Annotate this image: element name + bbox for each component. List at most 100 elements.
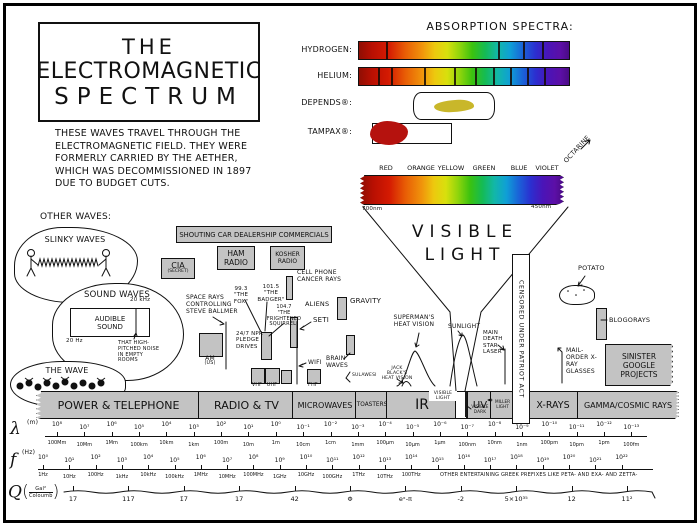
lambda-unit-label: 1Mm (105, 440, 118, 446)
lambda-power-label: 10¹ (243, 424, 254, 431)
f-unit: (Hz) (22, 449, 36, 456)
f-tick (148, 465, 150, 470)
blogorays-label: BLOGORAYS (609, 316, 651, 324)
lambda-power-label: 10⁻¹⁰ (541, 421, 558, 428)
npr-label: 24/7 NPR PLEDGE DRIVES (236, 331, 263, 350)
lambda-power-label: 10³ (188, 424, 199, 431)
aliens-bar (290, 317, 298, 348)
lambda-tick (604, 432, 605, 437)
lambda-tick (385, 432, 387, 437)
lambda-tick (275, 432, 277, 437)
lambda-tick (57, 432, 58, 437)
q-tick (294, 486, 296, 491)
lambda-power-label: 10⁻⁸ (487, 421, 502, 428)
lambda-power-label: 10⁻⁹ (515, 424, 529, 431)
empty-rooms-note: THAT HIGH-PITCHED NOISE IN EMPTY ROOMS (118, 340, 160, 364)
absorption-heading: ABSORPTION SPECTRA: (426, 20, 574, 33)
lambda-tick (631, 432, 633, 437)
jack-black-bump (401, 381, 412, 387)
q-unit-numerator: Gal² (28, 486, 53, 494)
f-tick (200, 465, 202, 470)
q-tick (73, 486, 74, 491)
f-tick (569, 465, 570, 470)
superman-arrow (414, 332, 420, 348)
audible-sound-label: AUDIBLE SOUND (94, 314, 126, 331)
brain-waves-bar (346, 335, 355, 355)
helium-absorption-line (453, 68, 456, 85)
fm-squirrel-freq: 104.7 (276, 304, 292, 310)
f-power-label: 10⁹ (274, 457, 285, 464)
depends-label: DEPENDS®: (301, 98, 352, 107)
f-power-label: 10¹³ (378, 457, 392, 464)
lambda-tick (576, 432, 578, 437)
q-tick (239, 486, 241, 491)
lambda-power-label: 10⁻³ (351, 424, 365, 431)
lambda-tick (412, 432, 414, 437)
lambda-unit-label: 1km (188, 442, 200, 448)
q-value-label: Φ (347, 495, 353, 503)
q-paren-open: ( (22, 482, 29, 502)
cell-phone-bar (286, 276, 293, 300)
lambda-power-label: 10⁵ (134, 424, 145, 431)
depends-stain (433, 98, 475, 114)
lambda-unit-label: 10m (242, 442, 255, 448)
lambda-tick (494, 432, 496, 437)
title-box: THE ELECTROMAGNETIC SPECTRUM (36, 22, 262, 122)
q-value-label: 5×10³⁵ (504, 495, 528, 503)
q-value-label: 12 (567, 495, 576, 503)
title-line-1: THE (122, 34, 176, 59)
depends-swatch (413, 92, 495, 120)
vhf-box (251, 368, 265, 384)
q-symbol: Q (8, 482, 23, 503)
vhf-label: VHF (251, 383, 263, 388)
wifi-arrow (298, 362, 307, 368)
f-unit-label: 10THz (376, 474, 393, 480)
f-power-label: 10⁷ (222, 457, 233, 464)
f-unit-label: 100GHz (322, 474, 343, 480)
band-uv: UV (467, 391, 493, 419)
fhf-label: FHF (308, 383, 318, 388)
f-axis-line (38, 469, 653, 470)
sunlight-curve (449, 334, 478, 387)
q-value-label: 17 (235, 495, 244, 503)
potato-label: POTATO (578, 264, 605, 272)
lambda-power-label: 10⁷ (79, 424, 90, 431)
jack-black-label: JACK BLACK'S HEAT VISION (381, 366, 413, 382)
lambda-tick (166, 432, 168, 437)
lambda-unit-label: 100pm (540, 440, 559, 446)
npr-bar (261, 332, 272, 360)
helium-absorption-line (474, 68, 477, 85)
band-toasters: TOASTERS (355, 391, 389, 419)
fm-squirrel-name: "THE FRIGHTENED SQUIRREL" (266, 309, 302, 328)
lambda-tick (303, 432, 305, 437)
q-tick (627, 486, 628, 491)
uhf-box (265, 368, 280, 384)
lambda-power-label: 10⁻⁴ (378, 421, 392, 428)
f-power-label: 10⁴ (143, 454, 154, 461)
octarine-label: OCTARINE (562, 133, 592, 165)
sunlight-arrow (457, 330, 463, 337)
f-tick (174, 465, 176, 470)
band-visible-dark-strip (465, 391, 468, 417)
lambda-unit-label: 10nm (487, 440, 502, 446)
am-label: AM (US) (197, 356, 223, 367)
lambda-power-label: 10⁻¹ (296, 424, 310, 431)
title-line-3: SPECTRUM (54, 83, 244, 110)
f-power-label: 10⁶ (195, 454, 206, 461)
helium-absorption-line (377, 68, 380, 85)
lambda-power-label: 10⁻¹¹ (568, 424, 585, 431)
tampax-label: TAMPAX®: (307, 127, 352, 136)
f-tick (463, 465, 465, 470)
color-label-blue: BLUE (510, 164, 528, 172)
lambda-unit-label: 10cm (296, 442, 311, 448)
lambda-unit-label: 100m (213, 440, 229, 446)
fhf-box (307, 369, 321, 384)
f-tick (95, 465, 97, 470)
f-power-label: 10¹¹ (326, 457, 339, 464)
q-tick (128, 486, 130, 491)
title-line-2: ELECTROMAGNETIC (36, 58, 262, 84)
f-unit-label: 1MHz (193, 472, 208, 478)
f-power-label: 10⁸ (248, 454, 259, 461)
patriot-act-text: CENSORED UNDER PATRIOT ACT (517, 280, 525, 398)
fm-badger-label: 101.5 "THE BADGER" (256, 284, 286, 303)
